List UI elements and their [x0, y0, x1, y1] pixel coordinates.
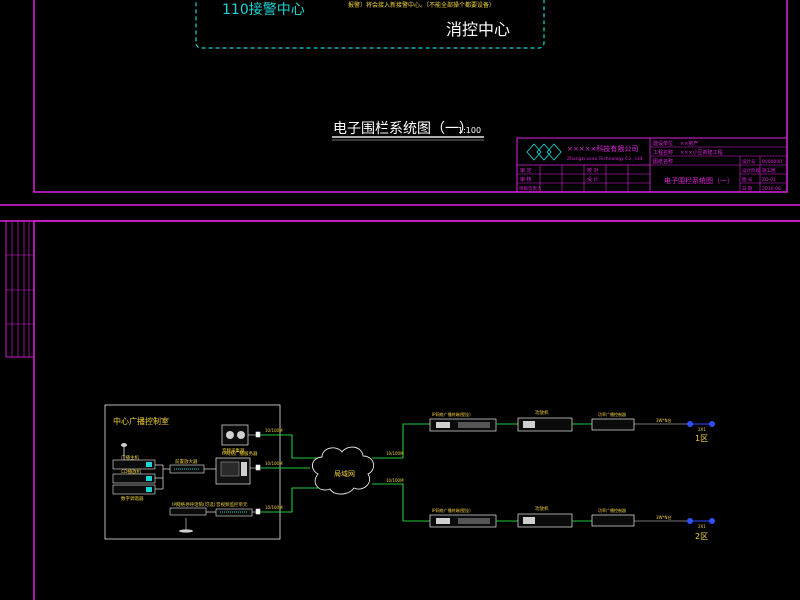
- rc-v0: 0000000: [762, 159, 782, 165]
- network-cloud-icon: [312, 446, 374, 495]
- link-label-1: 10/100M: [265, 428, 283, 433]
- network-label: 局域网: [334, 469, 355, 478]
- device-broadcast-host: [112, 459, 156, 470]
- left-connectors: [155, 464, 170, 490]
- proj-name-value: ×××小区新建工程: [680, 149, 723, 156]
- audio-collector: [221, 424, 249, 446]
- drawing-title: 电子围栏系统图（一）: [333, 121, 473, 137]
- zone2-ctrl-label: 功率广播控制器: [598, 507, 626, 513]
- row-label-sheji: 设 计: [587, 176, 599, 183]
- row-label-shenhe: 审 核: [520, 176, 532, 183]
- zone2-wire-label: 2X1: [698, 524, 706, 529]
- label-preamp: 前置放大器: [175, 458, 198, 465]
- zone2-speaker-label: 3W*N台: [656, 514, 672, 520]
- zone1-wire-label: 2X1: [698, 427, 706, 432]
- label-cd-player: CD播放机: [121, 468, 142, 475]
- label-av-monitor: 音视频监控单元: [216, 501, 248, 508]
- zone1-controller: [591, 418, 635, 431]
- company-name: ×××××科技有限公司: [567, 144, 638, 153]
- zone-2: IP网络广播终端(壁挂) 功放机 功率广播控制器 3W*N台 2X1 2区: [429, 505, 715, 541]
- zone1-amp-label: 功放机: [535, 409, 549, 416]
- zone1-decoder-label: IP网络广播终端(壁挂): [432, 411, 471, 417]
- control-room-box: [104, 404, 281, 540]
- zone2-decoder-label: IP网络广播终端(壁挂): [432, 507, 471, 513]
- av-monitor-unit: [215, 508, 253, 517]
- paging-mic-device: [169, 507, 207, 533]
- row-label-jiaodui: 校 对: [587, 167, 599, 174]
- title-block: ×××××科技有限公司 Zhangzi xxxx Technology Co.,…: [516, 137, 788, 193]
- label-broadcast-host: 广播主机: [121, 454, 139, 461]
- rc-k2: 图 号: [742, 177, 753, 183]
- zone1-speaker-a: [687, 421, 693, 427]
- control-center-label: 消控中心: [446, 20, 510, 39]
- link-label-3: 10/100M: [265, 505, 283, 510]
- alarm-center-label: 110接警中心: [222, 1, 305, 18]
- company-name-en: Zhangzi xxxx Technology Co., Ltd.: [567, 156, 644, 162]
- link-label-5: 10/100M: [386, 478, 404, 483]
- label-ip-server: IP网络广播服务器: [222, 450, 258, 457]
- rc-k3: 日 期: [742, 186, 753, 192]
- rc-k1: 设计阶段: [742, 167, 760, 174]
- drawing-scale: 1:100: [458, 126, 481, 135]
- zone1-label: 1区: [695, 434, 708, 443]
- zone2-label: 2区: [695, 532, 708, 541]
- rc-v1: 施工图: [762, 167, 776, 174]
- drawing-name-label: 图纸名称: [653, 158, 673, 165]
- proj-value: ××房产: [680, 140, 698, 147]
- row-label-shending: 审 定: [520, 167, 532, 174]
- link-label-4: 10/100M: [386, 451, 404, 456]
- device-cd-player: [112, 473, 156, 484]
- ip-broadcast-server: [215, 457, 251, 485]
- row-label-fuzeren: 项目负责人: [519, 185, 542, 192]
- binding-strip: [5, 220, 35, 358]
- zone-1: IP网络广播终端(壁挂) 功放机 功率广播控制器 3W*N台 2X1 1区: [429, 409, 715, 443]
- microphone-icon: [121, 443, 127, 460]
- company-logo: [526, 143, 562, 161]
- link-label-2: 10/100M: [265, 461, 283, 466]
- sheet-top-frame: [33, 0, 788, 193]
- zone2-amp-label: 功放机: [535, 505, 549, 512]
- proj-label: 建设单位: [653, 140, 673, 147]
- label-audio-collector: 音频采集器: [222, 447, 245, 454]
- zone2-speaker-a: [687, 518, 693, 524]
- label-tuner: 数字调谐器: [121, 495, 144, 502]
- rc-v3: 2010-08: [762, 186, 781, 192]
- sheet-bottom-frame: [33, 220, 800, 600]
- zone2-speaker-b: [709, 518, 715, 524]
- proj-name-label: 工程名称: [653, 149, 673, 156]
- device-tuner: [112, 484, 156, 495]
- sheet-title: 电子围栏系统图（一）: [664, 176, 734, 185]
- control-center-box: [195, 0, 545, 49]
- bottom-sheet: 中心广播控制室 广播主机 CD播放机 数字调谐器 前置放大器: [0, 220, 800, 600]
- rc-k0: 设计号: [742, 158, 756, 165]
- zone1-speaker-label: 3W*N台: [656, 417, 672, 423]
- control-room-title: 中心广播控制室: [113, 416, 169, 426]
- zone1-speaker-b: [709, 421, 715, 427]
- label-paging-mic: IP网络寻呼话筒(可选): [172, 501, 216, 508]
- top-sheet: 110接警中心 报警）将会接入新接警中心。（不能全部操个都要设备） 消控中心 电…: [0, 0, 800, 206]
- zone1-ctrl-label: 功率广播控制器: [598, 411, 626, 417]
- zone2-controller: [591, 514, 635, 527]
- left-device-stack: [112, 459, 156, 495]
- note-text: 报警）将会接入新接警中心。（不能全部操个都要设备）: [348, 1, 495, 9]
- rc-v2: ZD-01: [762, 177, 776, 183]
- network-links: [260, 423, 430, 522]
